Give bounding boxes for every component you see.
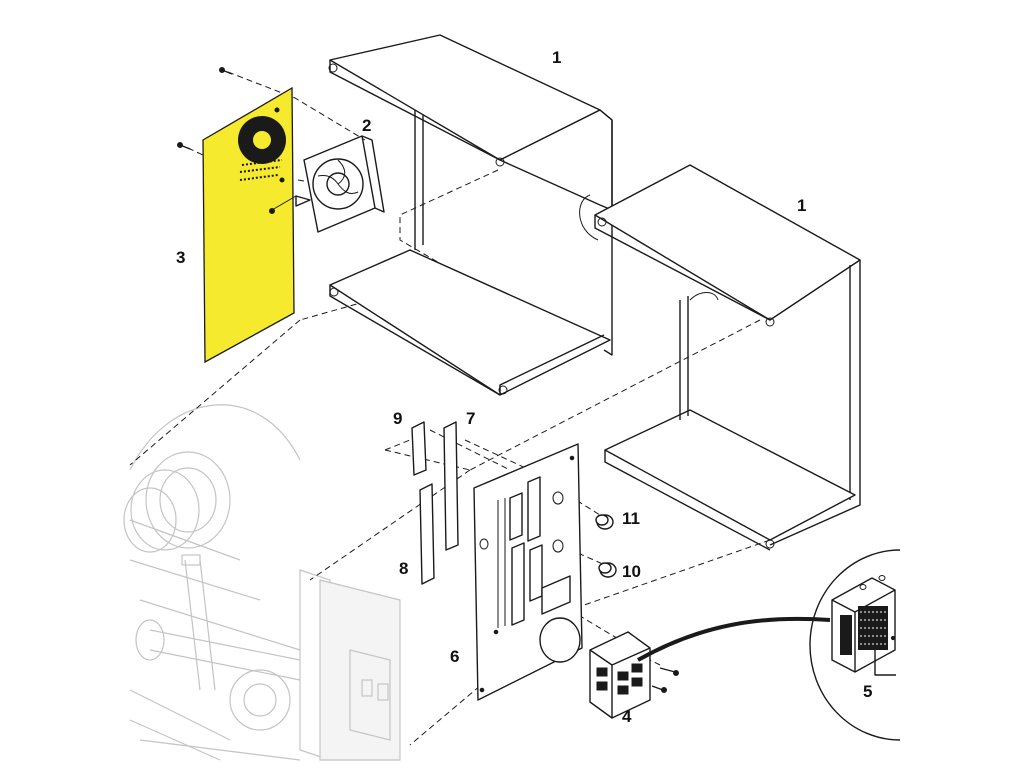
background-machine-ghost — [123, 404, 401, 761]
cooling-fan — [295, 135, 385, 233]
filler-strip-7 — [443, 421, 459, 551]
callout-2: 2 — [362, 116, 371, 135]
enclosure-shell-upper — [328, 34, 613, 396]
filler-strip-9 — [411, 421, 427, 476]
callout-10: 10 — [622, 562, 641, 581]
rear-panel-plate — [473, 443, 583, 701]
callout-7: 7 — [466, 409, 475, 428]
callout-1-upper: 1 — [552, 48, 561, 67]
knob-10 — [598, 562, 617, 578]
callout-4: 4 — [622, 707, 632, 726]
callout-8: 8 — [399, 559, 408, 578]
side-cover-panel-highlighted — [202, 86, 297, 364]
connector-block — [589, 616, 831, 719]
filler-strip-8 — [419, 483, 435, 585]
enclosure-shell-lower — [594, 164, 861, 551]
callout-3: 3 — [176, 248, 185, 267]
connector-pin-grid — [840, 606, 888, 655]
callout-9: 9 — [393, 409, 402, 428]
callout-5: 5 — [863, 682, 872, 701]
detail-view-connector — [809, 549, 901, 741]
callout-11: 11 — [622, 509, 640, 528]
callout-1-lower: 1 — [797, 196, 806, 215]
assembly-guide-lines — [129, 71, 771, 746]
cover-screws — [177, 67, 233, 150]
callout-6: 6 — [450, 647, 459, 666]
callout-labels: 1 1 2 3 4 5 6 7 8 9 10 11 — [176, 48, 872, 726]
knob-11 — [595, 514, 614, 530]
